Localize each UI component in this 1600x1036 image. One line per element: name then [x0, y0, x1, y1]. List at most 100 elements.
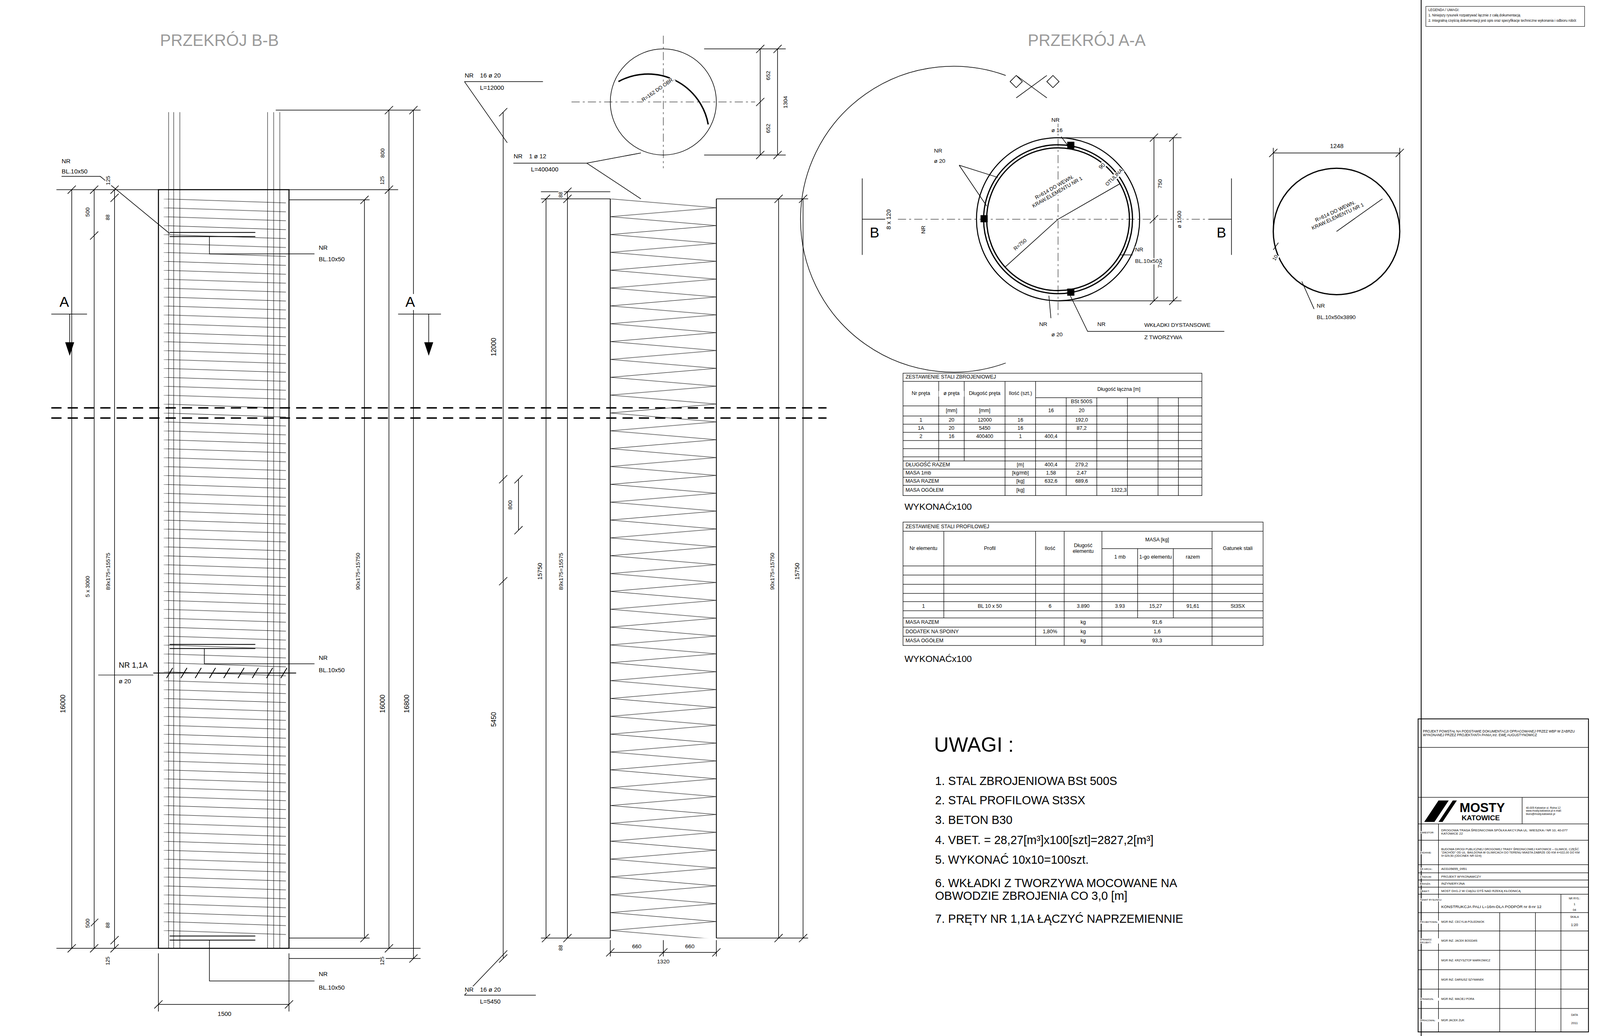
drawing-label: 16000: [59, 694, 67, 714]
drawing-label: 10: [1271, 253, 1280, 263]
legend-box: LEGENDA / UWAGI:1. Niniejszy rysunek roz…: [1425, 6, 1585, 27]
drawing-label: BUDOWA DROGI PUBLICZNEJ DROGOWEJ TRASY Ś…: [1440, 848, 1587, 858]
drawing-label: 800: [379, 148, 386, 159]
drawing-label: 3.93: [1114, 603, 1126, 610]
drawing-label: R=614 DO WEWN. KRAW.ELEMENTU NR 1: [1027, 169, 1085, 210]
cross-section: [800, 66, 1404, 373]
drawing-label: 90x175=15750: [769, 552, 776, 591]
drawing-label: 1: [1573, 902, 1576, 907]
drawing-label: ø pręta: [939, 390, 965, 397]
drawing-label: 15,27: [1148, 603, 1163, 610]
drawing-label: 16 ø 20: [479, 986, 502, 993]
drawing-label: 1304: [782, 95, 789, 109]
drawing-label: 1: [1018, 434, 1023, 440]
drawing-label: 90x175=15750: [354, 552, 362, 591]
drawing-label: OBIEKT:: [1419, 889, 1431, 893]
drawing-label: PROJEKT WYKONAWCZY: [1440, 875, 1482, 879]
drawing-label: Nr pręta: [903, 390, 939, 397]
drawing-label: 89x175=15575: [557, 552, 565, 591]
drawing-label: SKALA: [1569, 915, 1580, 919]
drawing-label: kg: [1080, 620, 1087, 627]
drawing-label: INŻYNIERYJNA: [1440, 882, 1466, 887]
drawing-label: BL.10x50: [61, 168, 88, 175]
drawing-label: ø 20: [1051, 331, 1063, 338]
drawing-label: 2,47: [1076, 470, 1087, 477]
drawing-label: 1500: [217, 1010, 232, 1018]
drawing-label: R=162 DO OBR.: [640, 76, 676, 104]
legend-heading: LEGENDA / UWAGI:: [1428, 8, 1582, 13]
drawing-label: WKŁADKI DYSTANSOWE: [1143, 322, 1211, 329]
drawing-label: MGR INŻ. JACEK BOGDAŃ: [1440, 939, 1499, 944]
drawing-label: 88: [105, 922, 112, 929]
drawing-label: NR: [318, 244, 329, 252]
drawing-label: 400,4: [1044, 462, 1058, 469]
drawing-label: NR RYS.:: [1568, 897, 1581, 901]
drawing-label: 88: [558, 191, 565, 199]
drawing-label: ZADANIE:: [1419, 851, 1433, 855]
drawing-label: NR: [933, 148, 943, 155]
drawing-label: 87,2: [1076, 425, 1087, 432]
drawing-label: DŁUGOŚĆ RAZEM: [905, 462, 951, 469]
drawing-label: PROJEKTOWAŁ:: [1419, 921, 1439, 924]
drawing-label: 3.890: [1076, 603, 1091, 610]
drawing-label: 16: [1047, 408, 1055, 415]
drawing-label: MGR INŻ. CECYLIA POLEDNIOK: [1440, 921, 1499, 925]
drawing-label: 1. STAL ZBROJENIOWA BSt 500S: [934, 774, 1118, 788]
drawing-label: [mm]: [978, 408, 991, 415]
drawing-label: 1,58: [1045, 470, 1057, 477]
drawing-label: STADIUM:: [1419, 875, 1433, 879]
drawing-label: WYKONAĆx100: [904, 502, 973, 513]
drawing-label: MOSTY: [1459, 801, 1506, 816]
drawing-label: PRZEKRÓJ B-B: [159, 32, 280, 51]
drawing-label: 125: [105, 956, 112, 967]
drawing-label: 1 mb: [1113, 554, 1127, 561]
drawing-label: BL.10x50: [318, 256, 346, 263]
drawing-label: 5. WYKONAĆ 10x10=100szt.: [934, 853, 1089, 867]
drawing-label: 8 x 120: [885, 208, 892, 230]
drawing-label: 279,2: [1074, 462, 1089, 469]
drawing-label: 2: [918, 434, 923, 440]
drawing-label: razem: [1185, 554, 1201, 561]
drawing-label: 125: [105, 175, 112, 186]
drawing-label: ø 20: [933, 157, 946, 165]
drawing-label: MASA [kg]: [1145, 537, 1170, 544]
drawing-label: 16800: [403, 694, 412, 714]
drawing-label: ø 1500: [1176, 210, 1183, 229]
drawing-label: 04: [1572, 908, 1577, 912]
drawing-label: L=5450: [479, 998, 501, 1006]
drawing-label: kg: [1080, 638, 1087, 645]
drawing-label: ø 16: [1051, 127, 1063, 134]
drawing-label: Profil: [983, 546, 996, 552]
drawing-label: ø 20: [118, 678, 132, 685]
drawing-label: 1A: [917, 425, 925, 432]
drawing-label: MASA RAZEM: [905, 478, 940, 485]
drawing-label: 5450: [490, 711, 498, 728]
drawing-label: TEMAT RYSUNKU:: [1419, 898, 1443, 902]
bar-schedule-sketch: [464, 35, 809, 996]
drawing-label: KONSTRUKCJA PALI L=16m-DLA PODPÓR nr 8-n…: [1440, 905, 1559, 910]
drawing-label: 15750: [536, 562, 544, 581]
drawing-label: NR: [464, 72, 475, 79]
drawing-label: 1320: [656, 959, 670, 966]
drawing-label: [kg]: [1015, 478, 1025, 485]
drawing-label: NR: [920, 225, 927, 235]
drawing-label: [mm]: [945, 408, 958, 415]
drawing-label: Długość łączna [m]: [1097, 386, 1141, 393]
drawing-label: WYKONAĆx100: [904, 653, 973, 665]
drawing-label: 5 x 3000: [84, 575, 91, 598]
drawing-label: Długość pręta: [964, 390, 1005, 397]
title-block: [1418, 0, 1589, 1036]
drawing-label: 16000: [379, 694, 387, 714]
drawing-label: St3SX: [1229, 603, 1246, 610]
table-grid: [902, 373, 1264, 646]
drawing-label: OPRACOWAŁ:: [1419, 1019, 1439, 1022]
drawing-label: NR: [1097, 321, 1107, 328]
drawing-label: 125: [379, 956, 386, 967]
drawing-label: 192,0: [1074, 417, 1089, 424]
drawing-label: [kg/mb]: [1011, 470, 1030, 477]
drawing-label: Z TWORZYWA: [1143, 334, 1183, 341]
drawing-label: 5450: [978, 425, 991, 432]
drawing-label: 750: [1156, 178, 1164, 189]
drawing-label: 88: [558, 944, 565, 952]
legend-item: 2. Integralną częścią dokumentacji jest …: [1428, 18, 1582, 23]
